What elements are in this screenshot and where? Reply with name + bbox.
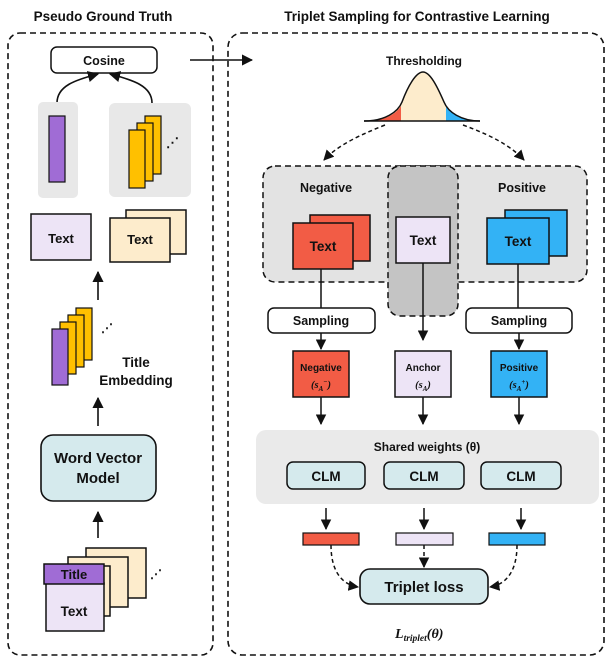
anchor-embedding [395,532,454,546]
arrow-to-negative [323,124,386,161]
single-embedding-vector [48,115,66,183]
text-box-single [30,213,92,261]
doc-front [45,582,105,632]
bell-tail-left [364,106,401,121]
negative-group-label: Negative [300,181,352,195]
word-vector-model-label-line1: Word Vector [54,450,142,467]
sampling-label-negative: Sampling [293,314,349,328]
input-docs-ellipsis: ⋰ [150,567,162,581]
anchor-sample-label: Anchor [406,363,441,374]
right-panel-title: Triplet Sampling for Contrastive Learnin… [284,9,550,24]
stack-embedding-ellipsis: ⋰ [166,135,179,150]
clm-box-positive [480,461,562,490]
title-embedding-vector-purple [51,328,69,386]
anchor-text-label: Text [410,233,437,248]
positive-text-label: Text [505,234,532,249]
arrow-negative-to-loss [330,544,360,591]
arrow-positive-to-loss [488,544,518,591]
word-vector-model-label-line2: Model [76,470,119,487]
bell-curve-fill [364,72,480,121]
positive-embedding [488,532,546,546]
clm-label-negative: CLM [311,469,340,484]
text-stack-front [109,217,171,263]
input-title-label: Title [61,567,88,582]
arrow-to-cosine-left [56,71,100,104]
positive-sample-box [490,350,548,398]
bell-curve-outline [363,71,481,122]
right-panel-frame [227,32,605,656]
positive-group-label: Positive [498,181,546,195]
input-text-label: Text [61,604,88,619]
positive-text-front [486,217,550,265]
title-embedding-ellipsis: ⋰ [101,321,113,335]
left-panel-frame [7,32,214,656]
triplet-loss-label: Triplet loss [384,579,463,596]
title-embedding-label-line2: Embedding [99,373,173,388]
title-embedding-label-line1: Title [122,355,150,370]
negative-text-front [292,222,354,270]
arrow-to-cosine-right [108,71,153,104]
clm-label-anchor: CLM [409,469,438,484]
arrow-to-positive [462,124,525,161]
bell-tail-right [446,106,480,121]
word-vector-model-box [40,434,157,502]
loss-formula: Ltriplet(θ) [394,627,443,644]
negative-sample-label: Negative [300,363,342,374]
sampling-label-positive: Sampling [491,314,547,328]
negative-text-label: Text [310,239,337,254]
shared-weights-label: Shared weights (θ) [374,440,481,454]
left-panel-title: Pseudo Ground Truth [34,9,173,24]
negative-sample-box [292,350,350,398]
thresholding-label: Thresholding [386,54,462,68]
input-title-bar [43,563,105,585]
negative-embedding [302,532,360,546]
text-stack-label: Text [127,232,153,247]
loss-symbol: L [394,627,404,642]
anchor-text-box [395,216,451,264]
triplet-loss-box [359,568,489,605]
cosine-label: Cosine [83,54,125,68]
positive-sample-label: Positive [500,363,539,374]
stack-embedding-vector-front [128,129,146,189]
clm-label-positive: CLM [506,469,535,484]
clm-box-negative [286,461,366,490]
anchor-sample-symbol: (sA) [415,380,431,393]
text-single-label: Text [48,231,74,246]
clm-box-anchor [383,461,465,490]
cosine-box [50,46,158,74]
